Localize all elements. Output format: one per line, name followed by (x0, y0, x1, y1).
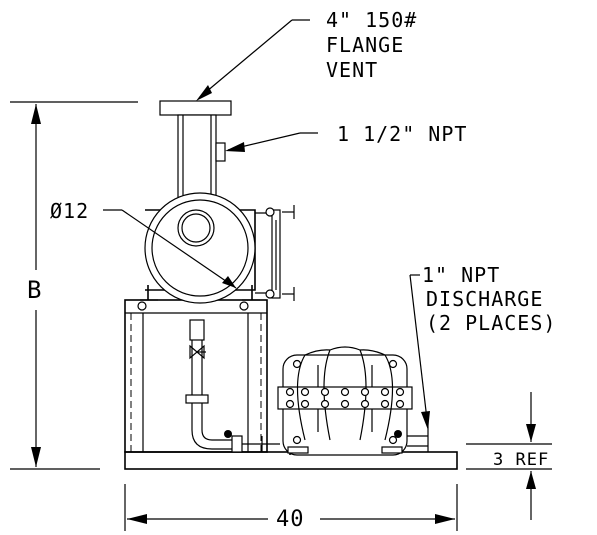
diaphragm-pump (277, 346, 429, 456)
flange-label-line2: FLANGE (326, 33, 404, 57)
height-label: B (27, 276, 42, 304)
discharge-label-line2: DISCHARGE (426, 287, 543, 311)
ref-dimension (466, 392, 552, 520)
tank-vessel (140, 192, 260, 304)
height-dimension-b (10, 101, 138, 470)
leader-npt-side (225, 132, 318, 152)
flange-label-line1: 4" 150# (326, 8, 417, 32)
flange-label-line3: VENT (326, 58, 378, 82)
base-plate (124, 451, 458, 470)
diameter-dimension (103, 209, 237, 289)
leader-discharge (409, 274, 430, 430)
ref-label: 3 REF (493, 450, 549, 470)
discharge-label-line1: 1" NPT (422, 263, 500, 287)
width-label: 40 (276, 507, 305, 532)
npt-coupling (215, 142, 226, 162)
npt-side-label: 1 1/2" NPT (337, 122, 467, 146)
leader-flange-vent (196, 19, 310, 101)
vent-stack (159, 100, 232, 201)
width-dimension (124, 484, 458, 531)
discharge-label-line3: (2 PLACES) (426, 311, 556, 335)
diameter-label: Ø12 (50, 199, 89, 223)
internal-piping (185, 319, 280, 453)
sight-gauge (255, 205, 295, 301)
